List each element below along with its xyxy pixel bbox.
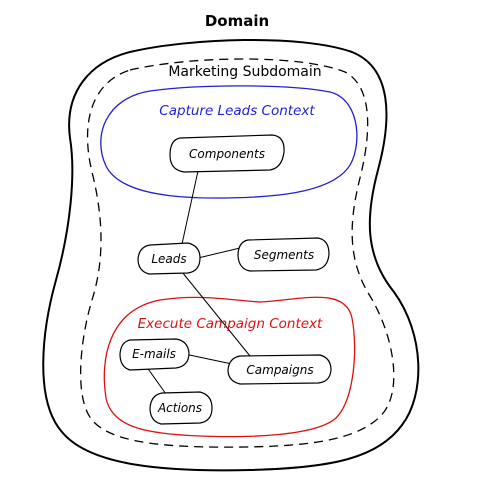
- node-emails-label: E-mails: [132, 347, 176, 361]
- edge-leads-campaigns: [181, 271, 251, 357]
- edge-leads-segments: [197, 247, 241, 259]
- node-leads-shape[interactable]: [137, 242, 201, 275]
- subdomain-boundary: [80, 58, 395, 448]
- node-components-shape[interactable]: [169, 134, 285, 173]
- node-actions-label: Actions: [157, 401, 202, 415]
- node-campaigns-shape[interactable]: [227, 354, 332, 385]
- node-segments-shape[interactable]: [237, 237, 330, 272]
- capture-leads-context-boundary: [100, 85, 358, 199]
- node-actions-shape[interactable]: [149, 391, 213, 425]
- capture-leads-context-label: Capture Leads Context: [159, 103, 315, 119]
- edge-components-leads: [181, 170, 199, 245]
- node-components-label: Components: [189, 147, 265, 161]
- domain-title: Domain: [205, 12, 269, 30]
- domain-boundary: [42, 39, 420, 472]
- edges: [145, 170, 251, 395]
- node-leads-label: Leads: [151, 252, 186, 266]
- subdomain-title: Marketing Subdomain: [168, 64, 321, 80]
- execute-campaign-context-boundary: [103, 296, 356, 438]
- node-segments-label: Segments: [254, 248, 314, 262]
- node-campaigns-label: Campaigns: [246, 363, 313, 377]
- execute-campaign-context-label: Execute Campaign Context: [138, 316, 323, 332]
- node-emails-shape[interactable]: [119, 338, 190, 371]
- edge-emails-actions: [145, 365, 167, 395]
